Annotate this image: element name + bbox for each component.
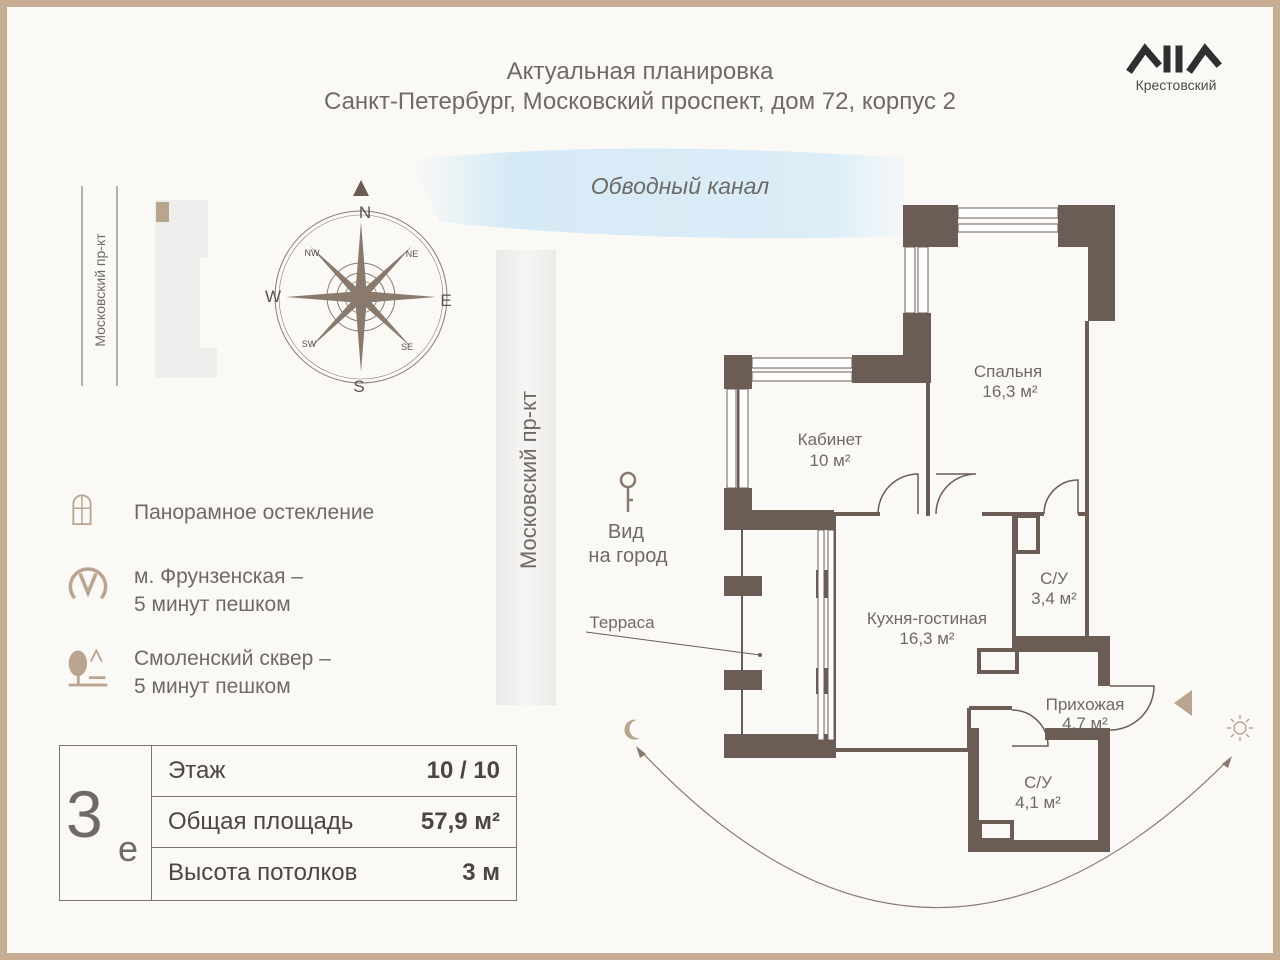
room-hall-area: 4,7 м²: [1062, 714, 1108, 733]
info-row-area: Общая площадь 57,9 м²: [152, 797, 516, 848]
room-terrace-name: Терраса: [589, 613, 655, 632]
info-label: Общая площадь: [168, 808, 354, 835]
sun-path-arc: [639, 749, 1229, 909]
info-value: 57,9 м²: [420, 808, 500, 835]
view-key-icon: [619, 471, 637, 512]
sun-path-arrow-left: [636, 746, 646, 758]
room-hall-name: Прихожая: [1046, 695, 1125, 714]
info-row-ceiling: Высота потолков 3 м: [152, 848, 516, 899]
apartment-type-suffix: е: [118, 828, 139, 869]
view-label-line2: на город: [588, 545, 668, 567]
room-bath1-area: 3,4 м²: [1031, 589, 1077, 608]
legend-metro-line1: м. Фрунзенская –: [134, 565, 303, 588]
room-kitchen-name: Кухня-гостиная: [867, 609, 987, 628]
site-building-shape: [155, 200, 217, 378]
site-apartment-marker: [156, 202, 169, 222]
legend-park-text: Смоленский сквер – 5 минут пешком: [134, 645, 331, 701]
info-value: 3 м: [462, 859, 500, 886]
room-bath2-name: С/У: [1024, 773, 1052, 792]
canal-shape: [410, 148, 905, 239]
room-bath1-name: С/У: [1040, 569, 1068, 588]
compass-n: N: [359, 203, 371, 222]
apartment-type: 3 е: [60, 746, 152, 900]
info-label: Этаж: [168, 757, 226, 784]
canal-label: Обводный канал: [591, 173, 769, 199]
compass-se: SE: [401, 342, 413, 352]
page-address: Санкт-Петербург, Московский проспект, до…: [323, 88, 957, 115]
street-band: [496, 250, 556, 705]
room-bedroom-area: 16,3 м²: [982, 382, 1037, 401]
floor-plan: [585, 205, 1192, 852]
street-label-big: Московский пр-кт: [516, 391, 541, 569]
apartment-type-number: 3: [66, 777, 103, 851]
brand-logo: Крестовский: [1121, 41, 1231, 99]
compass-ne: NE: [406, 249, 419, 259]
legend-metro-line2: 5 минут пешком: [134, 593, 291, 616]
legend-metro-text: м. Фрунзенская – 5 минут пешком: [134, 563, 303, 619]
room-bedroom-name: Спальня: [974, 362, 1042, 381]
logo-mark-icon: [1126, 43, 1222, 74]
park-icon: [68, 648, 108, 687]
info-row-floor: Этаж 10 / 10: [152, 746, 516, 797]
legend-park-line2: 5 минут пешком: [134, 675, 291, 698]
logo-text: Крестовский: [1135, 77, 1217, 93]
floor-plan-page: Актуальная планировка Санкт-Петербург, М…: [7, 7, 1273, 953]
metro-icon: [68, 567, 108, 600]
entrance-marker: [1174, 690, 1192, 716]
info-label: Высота потолков: [168, 859, 358, 886]
view-label-line1: Вид: [608, 521, 645, 543]
info-value: 10 / 10: [426, 757, 500, 784]
sun-icon: [1227, 715, 1253, 741]
room-study-name: Кабинет: [798, 430, 863, 449]
compass-w: W: [265, 287, 281, 306]
page-title: Актуальная планировка: [506, 58, 774, 85]
legend-item-glazing: Панорамное остекление: [59, 485, 419, 541]
sun-path-arrow-right: [1222, 756, 1232, 768]
compass-e: E: [440, 291, 451, 310]
legend-item-park: Смоленский сквер – 5 минут пешком: [59, 645, 419, 705]
compass-north-arrow: [353, 180, 369, 196]
compass-s: S: [353, 377, 364, 396]
legend-glazing-text: Панорамное остекление: [134, 501, 375, 524]
compass-sw: SW: [302, 339, 317, 349]
room-kitchen-area: 16,3 м²: [899, 629, 954, 648]
window-icon: [72, 494, 92, 526]
apartment-info-table: 3 е Этаж 10 / 10 Общая площадь 57,9 м² В…: [59, 745, 517, 901]
legend-park-line1: Смоленский сквер –: [134, 647, 331, 670]
compass-rose: [274, 180, 448, 384]
room-study-area: 10 м²: [810, 451, 851, 470]
moon-icon: [624, 719, 640, 740]
street-label-small: Московский пр-кт: [92, 233, 108, 347]
map-and-plan: Обводный канал Московский пр-кт Московск…: [81, 148, 1253, 909]
room-bath2-area: 4,1 м²: [1015, 793, 1061, 812]
legend-item-metro: м. Фрунзенская – 5 минут пешком: [59, 563, 419, 623]
page-header: Актуальная планировка Санкт-Петербург, М…: [7, 57, 1273, 117]
compass-nw: NW: [305, 248, 320, 258]
